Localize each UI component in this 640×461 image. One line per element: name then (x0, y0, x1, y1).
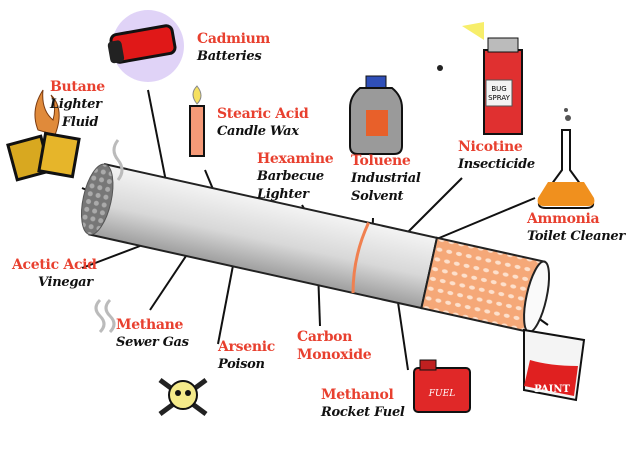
svg-text:SPRAY: SPRAY (488, 94, 510, 102)
paint-text: PAINT (534, 384, 570, 395)
cigarette (80, 163, 551, 334)
bug-spray-text: BUG (491, 85, 506, 93)
toluene-bottle-icon (349, 75, 403, 155)
battery-icon (107, 10, 184, 82)
fuel-text: FUEL (428, 389, 455, 399)
gas-icon (94, 298, 116, 334)
bug-spray-icon: BUG SPRAY (437, 22, 523, 135)
fuel-can-icon: FUEL (413, 359, 471, 413)
smoke-icon (112, 139, 124, 181)
candle-icon (189, 85, 205, 157)
lighter-icon (6, 89, 81, 182)
paint-can-icon: PAINT (523, 328, 586, 402)
skull-crossbones-icon (158, 377, 208, 417)
flask-icon (537, 108, 595, 209)
